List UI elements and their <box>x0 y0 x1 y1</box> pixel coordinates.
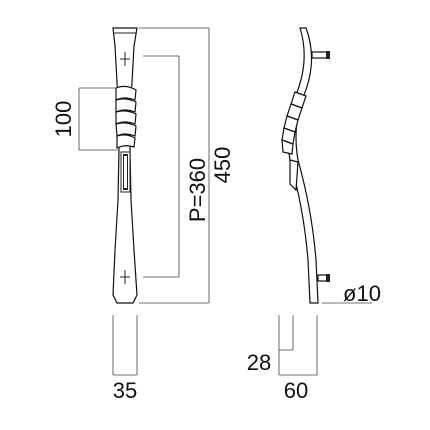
front-slot <box>120 151 131 193</box>
label-projection-base: 28 <box>247 350 271 375</box>
front-screw-mark-top <box>120 52 130 66</box>
dimension-pitch: P=360 <box>143 55 210 278</box>
front-grip-wrap <box>115 85 137 149</box>
label-projection-total: 60 <box>284 378 308 403</box>
label-width-front: 35 <box>113 378 137 403</box>
dimension-35: 35 <box>112 315 138 403</box>
front-view <box>112 27 138 304</box>
side-view <box>281 27 330 304</box>
dimension-450: 450 <box>139 27 235 304</box>
side-grip-wrap <box>281 91 307 155</box>
label-overall-length: 450 <box>210 147 235 184</box>
label-height-grip: 100 <box>51 101 76 138</box>
dimension-100: 100 <box>51 87 118 151</box>
side-tab <box>289 159 299 192</box>
side-mount-bottom <box>317 274 330 282</box>
label-pitch: P=360 <box>185 158 210 222</box>
label-diameter: ø10 <box>343 281 381 306</box>
side-mount-top <box>311 51 330 59</box>
dimension-60: 60 <box>278 315 318 403</box>
dimension-28: 28 <box>247 315 294 375</box>
front-screw-mark-bottom <box>120 270 130 284</box>
dimension-diameter: ø10 <box>322 281 381 306</box>
